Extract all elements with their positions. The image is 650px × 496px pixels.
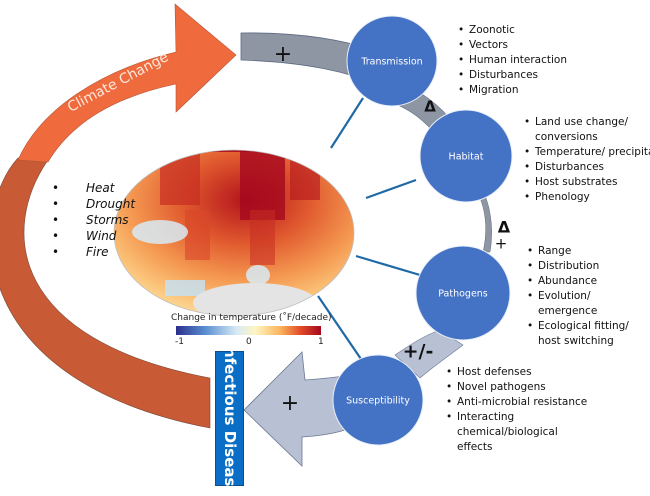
node-label-pathogens: Pathogens <box>438 289 488 300</box>
factor-item: Disturbances <box>458 68 567 83</box>
transmission-factors: Zoonotic Vectors Human interaction Distu… <box>458 23 567 98</box>
sign-pathogens-susceptibility: +/- <box>403 341 434 363</box>
climate-arrow-lower <box>0 157 211 429</box>
climate-change-arrow <box>17 3 237 163</box>
sign-susceptibility-disease: + <box>281 391 299 416</box>
spoke-habitat <box>365 178 417 200</box>
factor-item: Abundance <box>527 274 649 289</box>
factor-item: Land use change/ conversions <box>524 115 648 145</box>
sign-habitat-pathogens-plus: + <box>495 235 508 253</box>
hazard-item: Drought <box>48 196 135 212</box>
colorbar-mid-label: 0 <box>246 337 252 347</box>
node-label-habitat: Habitat <box>449 152 484 163</box>
pathogen-factors: Range Distribution Abundance Evolution/ … <box>527 244 649 349</box>
factor-item: Distribution <box>527 259 649 274</box>
factor-item: Zoonotic <box>458 23 567 38</box>
connector-pathogens-susceptibility <box>394 329 464 379</box>
factor-item: Host substrates <box>524 175 648 190</box>
arrow-susceptibility-disease <box>243 351 346 467</box>
factor-item: Phenology <box>524 190 648 205</box>
node-habitat: Habitat <box>419 109 513 203</box>
colorbar-title: Change in temperature (˚F/decade) <box>171 313 332 323</box>
factor-item: Anti-microbial resistance <box>446 395 596 410</box>
node-label-transmission: Transmission <box>360 57 422 68</box>
susceptibility-factors: Host defenses Novel pathogens Anti-micro… <box>446 365 596 455</box>
factor-item: Host defenses <box>446 365 596 380</box>
node-transmission: Transmission <box>346 15 438 107</box>
node-label-susceptibility: Susceptibility <box>346 396 410 407</box>
factor-item: Disturbances <box>524 160 648 175</box>
colorbar <box>176 326 321 335</box>
colorbar-min-label: -1 <box>175 337 184 347</box>
temperature-map <box>114 150 354 316</box>
factor-item: Novel pathogens <box>446 380 596 395</box>
sign-transmission-habitat: Δ <box>424 98 436 116</box>
hazard-item: Storms <box>48 212 135 228</box>
sign-habitat-pathogens-delta: Δ <box>498 218 511 237</box>
factor-item: Temperature/ precipitat <box>524 145 650 160</box>
connector-habitat-pathogens <box>479 197 492 253</box>
habitat-factors: Land use change/ conversions Temperature… <box>524 115 650 205</box>
diagram-canvas: Climate Change + Δ Δ + +/- + Transmissio… <box>0 3 513 467</box>
hazard-item: Fire <box>48 244 135 260</box>
factor-item: Range <box>527 244 649 259</box>
factor-item: Vectors <box>458 38 567 53</box>
spoke-transmission <box>330 97 364 149</box>
hazard-item: Heat <box>48 180 135 196</box>
factor-item: Human interaction <box>458 53 567 68</box>
hazard-item: Wind <box>48 228 135 244</box>
factor-item: Ecological fitting/ host switching <box>527 319 649 349</box>
hazard-list: Heat Drought Storms Wind Fire <box>48 180 135 260</box>
factor-item: Migration <box>458 83 567 98</box>
node-pathogens: Pathogens <box>415 245 511 341</box>
factor-item: Interacting chemical/biological effects <box>446 410 596 455</box>
spoke-pathogens <box>355 254 421 277</box>
infectious-disease-box: Infectious Disease <box>215 341 244 496</box>
infectious-disease-label: Infectious Disease <box>220 340 239 496</box>
sign-climate-transmission: + <box>274 42 292 67</box>
node-susceptibility: Susceptibility <box>332 354 424 446</box>
spoke-susceptibility <box>317 295 364 363</box>
colorbar-max-label: 1 <box>318 337 324 347</box>
factor-item: Evolution/ emergence <box>527 289 649 319</box>
